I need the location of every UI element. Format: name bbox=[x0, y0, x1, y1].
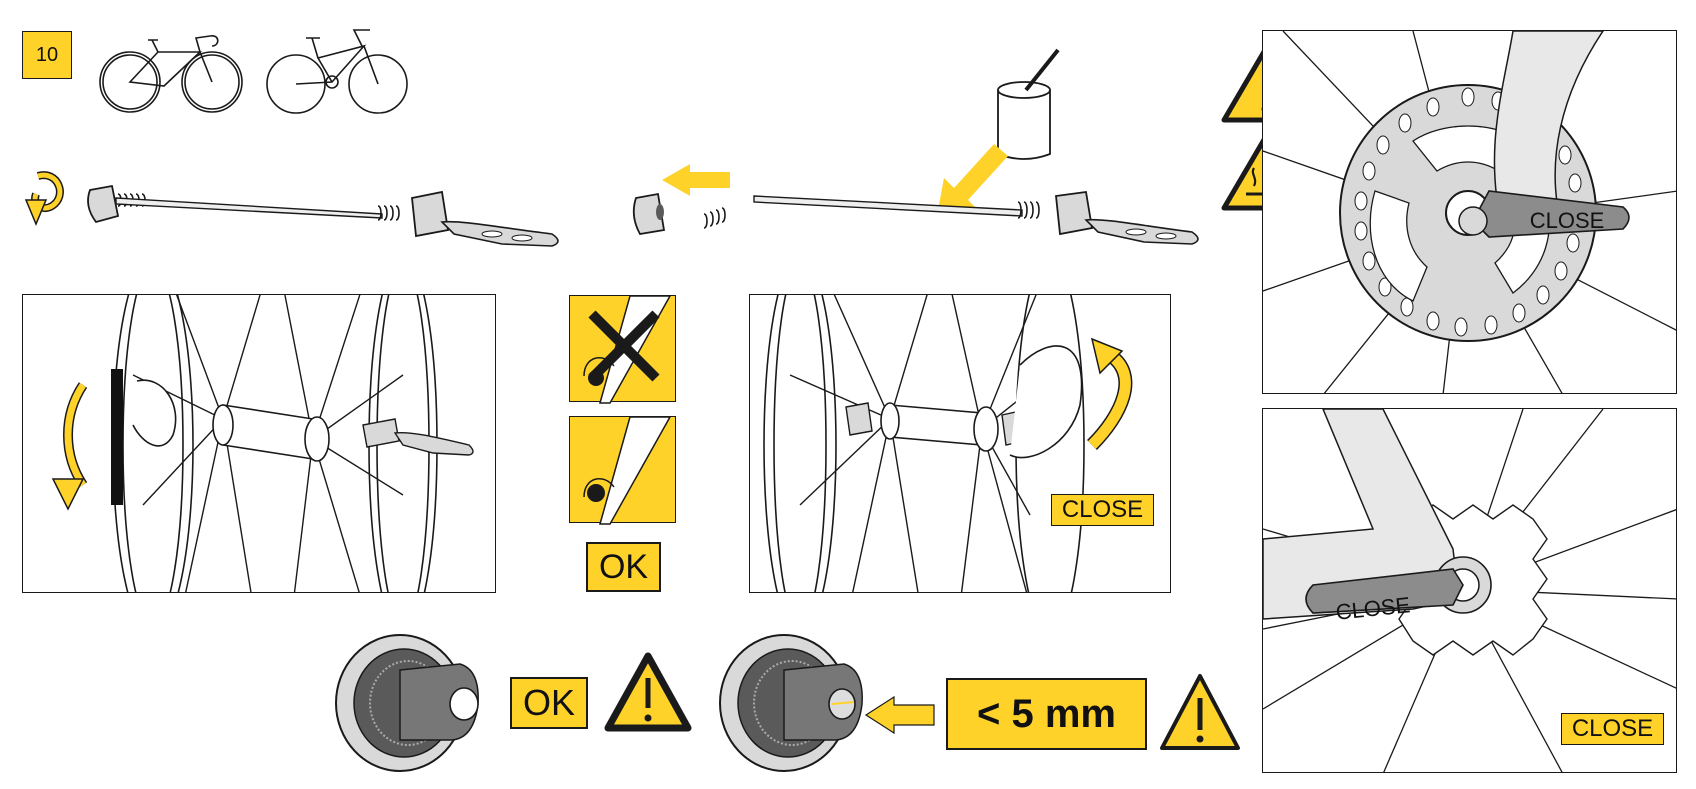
wheel-close-illustration bbox=[763, 295, 1133, 592]
ok-label-middle: OK bbox=[586, 542, 661, 592]
ok-label-bottom: OK bbox=[510, 677, 588, 729]
panel-close-lever: CLOSE bbox=[749, 294, 1171, 593]
panel-frame-dropout: CLOSE CLOSE bbox=[1262, 408, 1677, 773]
grease-arrow-icon bbox=[938, 144, 1008, 210]
grease-pot-icon bbox=[997, 48, 1060, 160]
panel-disc-rotor: CLOSE bbox=[1262, 30, 1677, 394]
city-bike-icon bbox=[266, 29, 408, 114]
lever-end-view-ok-icon bbox=[335, 634, 479, 772]
close-label-panel2: CLOSE bbox=[1051, 494, 1154, 526]
adjusting-nut-icon bbox=[632, 192, 726, 235]
step-number: 10 bbox=[35, 43, 59, 66]
arrow-left-icon bbox=[662, 164, 730, 196]
disc-rotor-illustration bbox=[1263, 31, 1676, 393]
step-number-badge: 10 bbox=[22, 31, 72, 79]
rotate-ccw-icon bbox=[24, 171, 64, 226]
panel-insert-skewer bbox=[22, 294, 496, 593]
frame-dropout-illustration bbox=[1263, 409, 1676, 772]
lever-end-view-gap-icon bbox=[719, 634, 863, 772]
wheel-hub-illustration bbox=[51, 295, 474, 592]
warning-icon bbox=[604, 652, 692, 732]
lever-correct-orientation-icon bbox=[569, 416, 676, 525]
close-label-rotor: CLOSE bbox=[1529, 208, 1605, 233]
lever-wrong-orientation-icon bbox=[569, 295, 676, 404]
quick-release-skewer-icon bbox=[87, 184, 559, 247]
road-bike-icon bbox=[99, 35, 243, 113]
warning-icon bbox=[1160, 674, 1240, 750]
gap-arrow-icon bbox=[864, 695, 935, 735]
greased-skewer-icon bbox=[753, 190, 1199, 245]
gap-label: < 5 mm bbox=[946, 678, 1147, 750]
close-label-panel4: CLOSE bbox=[1561, 713, 1664, 745]
